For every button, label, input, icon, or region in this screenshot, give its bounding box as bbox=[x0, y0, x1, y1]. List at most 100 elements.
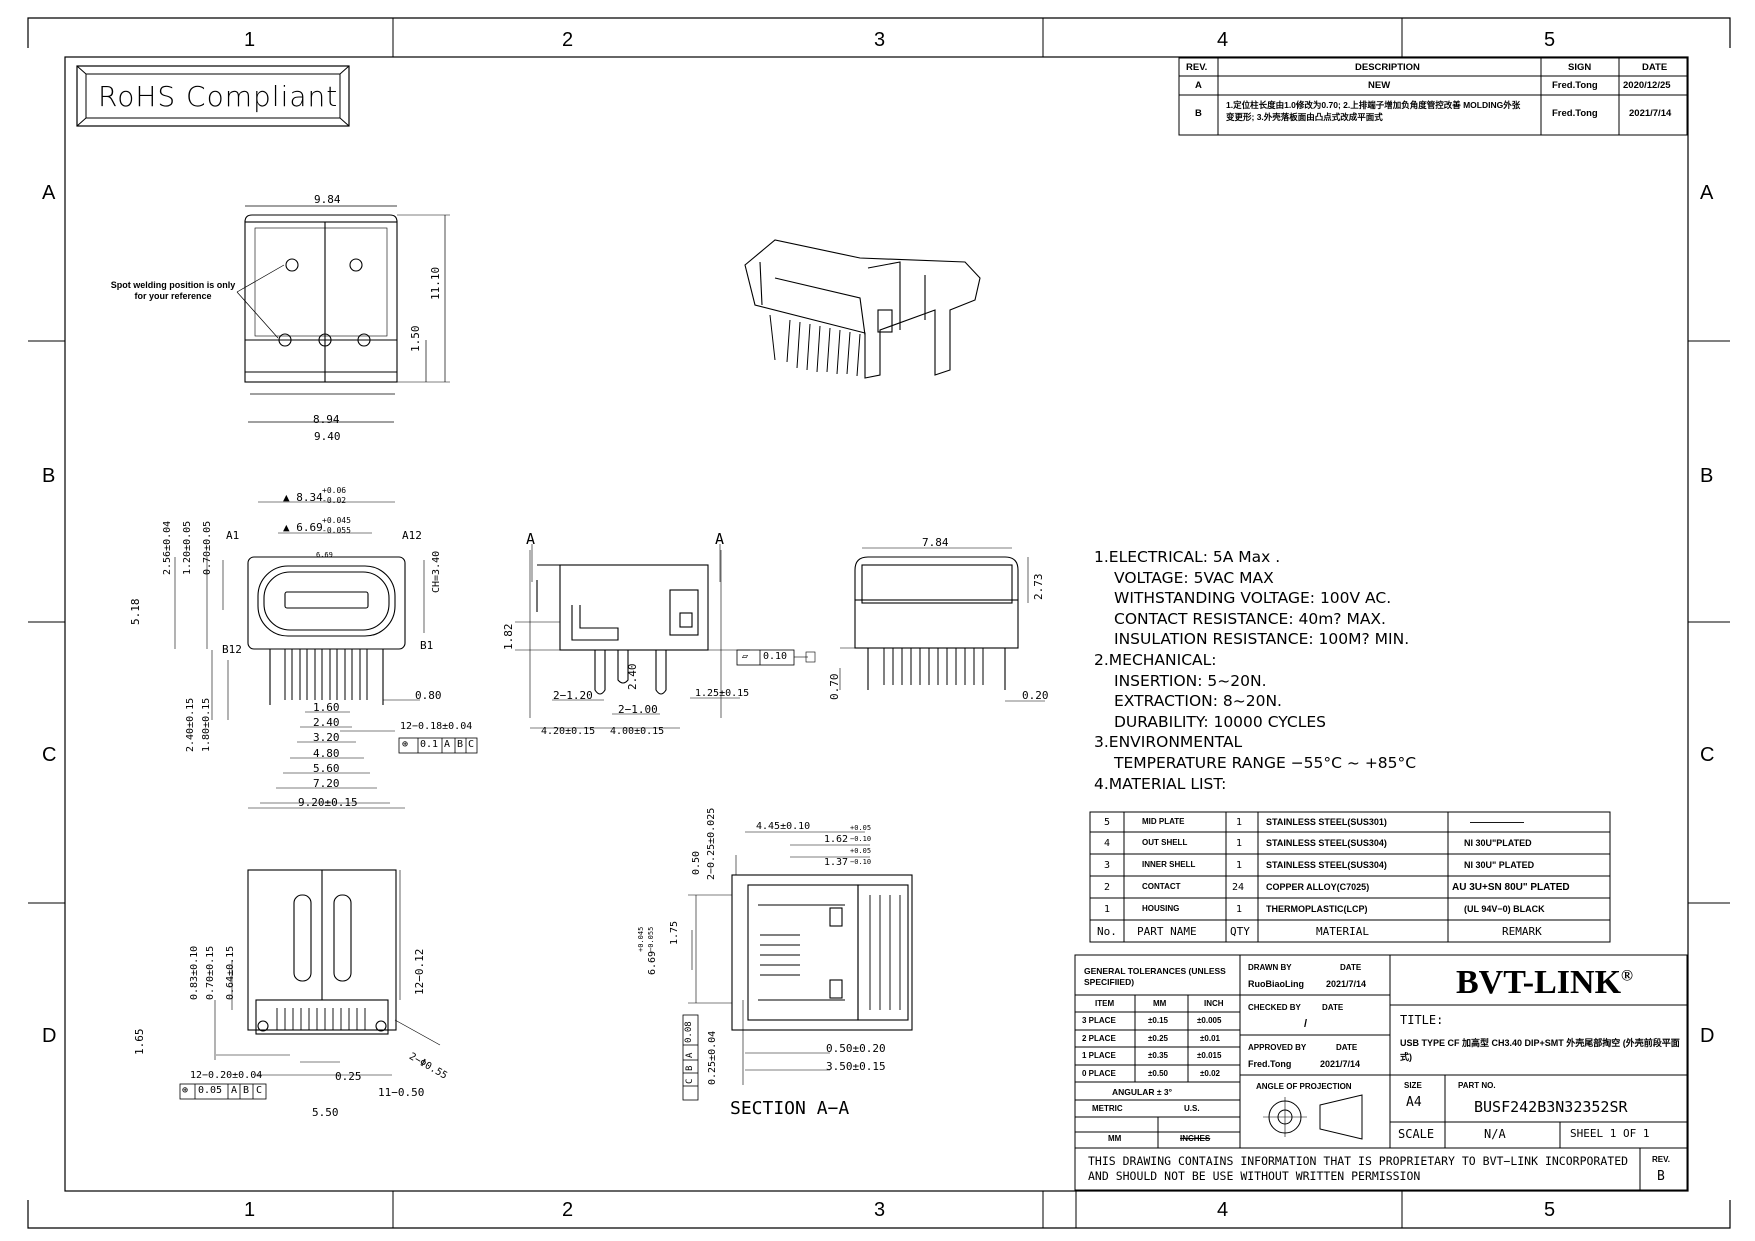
fcf-sec-a: A bbox=[685, 1052, 695, 1058]
dim-front-6-69-tol-up: +0.045 bbox=[322, 516, 351, 525]
angular-tolerance: ANGULAR ± 3° bbox=[1112, 1087, 1173, 1097]
mat-row1-remark: (UL 94V−0) BLACK bbox=[1464, 904, 1545, 914]
spec-line: 1.ELECTRICAL: 5A Max . bbox=[1094, 548, 1281, 566]
unit-header-us: U.S. bbox=[1184, 1104, 1200, 1113]
size-label: SIZE bbox=[1404, 1081, 1422, 1090]
mat-row2-remark: AU 3U+SN 80U" PLATED bbox=[1452, 882, 1570, 893]
tol-2place-inch: ±0.01 bbox=[1200, 1034, 1220, 1043]
mat-row4-no: 4 bbox=[1104, 838, 1111, 849]
dim-sec-6-69-tol-dn: −0.055 bbox=[647, 926, 655, 952]
dim-side-1-82: 1.82 bbox=[502, 623, 515, 651]
title-label: TITLE: bbox=[1400, 1013, 1444, 1027]
dim-bottom-0-70: 0.70±0.15 bbox=[205, 945, 216, 1000]
mat-header-material: MATERIAL bbox=[1316, 925, 1369, 938]
dim-bottom-11-0-50: 11−0.50 bbox=[378, 1086, 425, 1099]
tol-1place-mm: ±0.35 bbox=[1148, 1051, 1168, 1060]
dim-bottom-5-50: 5.50 bbox=[312, 1106, 339, 1119]
zone-label-top-3: 3 bbox=[874, 29, 886, 51]
checked-by-value: / bbox=[1304, 1018, 1308, 1030]
dim-pitch-2-40: 2.40 bbox=[313, 716, 340, 729]
zone-label-top-5: 5 bbox=[1544, 29, 1556, 51]
drawn-by-label: DRAWN BY bbox=[1248, 963, 1292, 972]
dim-sec-1-37-tol-up: +0.05 bbox=[850, 847, 872, 855]
spec-line: DURABILITY: 10000 CYCLES bbox=[1114, 712, 1326, 731]
mat-row3-material: STAINLESS STEEL(SUS304) bbox=[1266, 860, 1387, 870]
approved-date-value: 2021/7/14 bbox=[1320, 1059, 1361, 1069]
tol-3place-inch: ±0.005 bbox=[1197, 1016, 1222, 1025]
dim-top-9-40: 9.40 bbox=[314, 430, 341, 443]
pin-label-b12: B12 bbox=[222, 643, 242, 656]
dim-bottom-0-64: 0.64±0.15 bbox=[225, 945, 236, 1000]
mat-row2-qty: 24 bbox=[1232, 882, 1245, 893]
rev-value: B bbox=[1657, 1169, 1665, 1184]
dim-pitch-3-20: 3.20 bbox=[313, 731, 340, 744]
dim-front-8-34-tol-dn: -0.02 bbox=[322, 496, 347, 505]
rev-a-id: A bbox=[1195, 80, 1202, 91]
rohs-compliant-label: RoHS Compliant bbox=[98, 80, 339, 113]
rev-b-sign: Fred.Tong bbox=[1552, 108, 1598, 119]
rev-a-description: NEW bbox=[1368, 80, 1391, 91]
tol-header-inch: INCH bbox=[1204, 999, 1224, 1008]
fcf-front-position: ⊕ bbox=[402, 739, 409, 750]
spec-line: VOLTAGE: 5VAC MAX bbox=[1114, 568, 1274, 587]
unit-value-mm: MM bbox=[1108, 1134, 1122, 1143]
mat-row1-qty: 1 bbox=[1236, 904, 1243, 915]
mat-row2-material: COPPER ALLOY(C7025) bbox=[1266, 882, 1370, 892]
company-name: BVT-LINK bbox=[1456, 964, 1622, 1001]
tol-1place-inch: ±0.015 bbox=[1197, 1051, 1222, 1060]
mat-row4-remark: NI 30U"PLATED bbox=[1464, 838, 1532, 848]
dim-pitch-7-20: 7.20 bbox=[313, 777, 340, 790]
rev-b-id: B bbox=[1195, 108, 1202, 119]
dim-top-1-50: 1.50 bbox=[409, 325, 422, 353]
mat-row3-no: 3 bbox=[1104, 860, 1111, 871]
section-view-title: SECTION A−A bbox=[730, 1098, 850, 1119]
dim-rear-0-70: 0.70 bbox=[828, 673, 841, 701]
dim-front-5-18: 5.18 bbox=[129, 598, 142, 626]
mat-row1-part: HOUSING bbox=[1142, 904, 1180, 913]
fcf-front-b: B bbox=[457, 739, 464, 750]
part-no-value: BUSF242B3N32352SR bbox=[1474, 1098, 1628, 1116]
section-mark-a-right: A bbox=[715, 530, 725, 548]
spec-line: CONTACT RESISTANCE: 40m? MAX. bbox=[1114, 609, 1386, 628]
tol-3place-mm: ±0.15 bbox=[1148, 1016, 1168, 1025]
fcf-bottom-a: A bbox=[231, 1085, 238, 1096]
pin-label-a1: A1 bbox=[226, 529, 240, 542]
zone-label-top-1: 1 bbox=[244, 29, 256, 51]
drawn-date-value: 2021/7/14 bbox=[1326, 979, 1367, 989]
registered-mark: ® bbox=[1621, 967, 1633, 985]
checked-by-label: CHECKED BY bbox=[1248, 1003, 1301, 1012]
dim-front-9-20: 9.20±0.15 bbox=[298, 796, 358, 809]
tol-0place-mm: ±0.50 bbox=[1148, 1069, 1168, 1078]
dim-rear-2-73: 2.73 bbox=[1032, 573, 1045, 601]
zone-label-left-b: B bbox=[42, 465, 56, 487]
fcf-sec-tol: 0.08 bbox=[684, 1021, 694, 1043]
tol-header-mm: MM bbox=[1153, 999, 1167, 1008]
dim-sec-6-69: 6.69 bbox=[647, 950, 658, 975]
mat-row4-part: OUT SHELL bbox=[1142, 838, 1188, 847]
scale-label: SCALE bbox=[1398, 1127, 1435, 1141]
zone-label-right-c: C bbox=[1700, 744, 1715, 766]
spot-welding-note: Spot welding position is only for your r… bbox=[110, 280, 236, 301]
dim-sec-4-45: 4.45±0.10 bbox=[756, 821, 811, 832]
mat-header-no: No. bbox=[1097, 925, 1117, 938]
mat-row5-material: STAINLESS STEEL(SUS301) bbox=[1266, 817, 1387, 827]
tol-3place-label: 3 PLACE bbox=[1082, 1016, 1116, 1025]
dim-sec-1-62: 1.62 bbox=[824, 834, 849, 845]
rev-header-sign: SIGN bbox=[1568, 62, 1592, 73]
dim-front-0-70: 0.70±0.05 bbox=[202, 520, 213, 575]
zone-label-left-d: D bbox=[42, 1025, 57, 1047]
fcf-bottom-b: B bbox=[243, 1085, 250, 1096]
zone-label-left-c: C bbox=[42, 744, 57, 766]
proprietary-notice: THIS DRAWING CONTAINS INFORMATION THAT I… bbox=[1088, 1154, 1629, 1183]
dim-front-2-40: 2.40±0.15 bbox=[185, 697, 196, 752]
zone-label-top-4: 4 bbox=[1217, 29, 1229, 51]
spec-line: EXTRACTION: 8~20N. bbox=[1114, 692, 1282, 711]
dim-front-ch: CH=3.40 bbox=[431, 550, 442, 593]
zone-label-bottom-4: 4 bbox=[1217, 1199, 1229, 1221]
dim-side-2-1-20: 2−1.20 bbox=[553, 689, 593, 702]
approved-date-label: DATE bbox=[1336, 1043, 1358, 1052]
dim-front-6-69-inner: 6.69 bbox=[316, 551, 333, 559]
drawing-title: USB TYPE CF 加高型 CH3.40 DIP+SMT 外壳尾部掏空 (外… bbox=[1400, 1038, 1680, 1062]
dim-front-0-80: 0.80 bbox=[415, 689, 442, 702]
sheet-value: SHEEL 1 OF 1 bbox=[1570, 1127, 1650, 1140]
